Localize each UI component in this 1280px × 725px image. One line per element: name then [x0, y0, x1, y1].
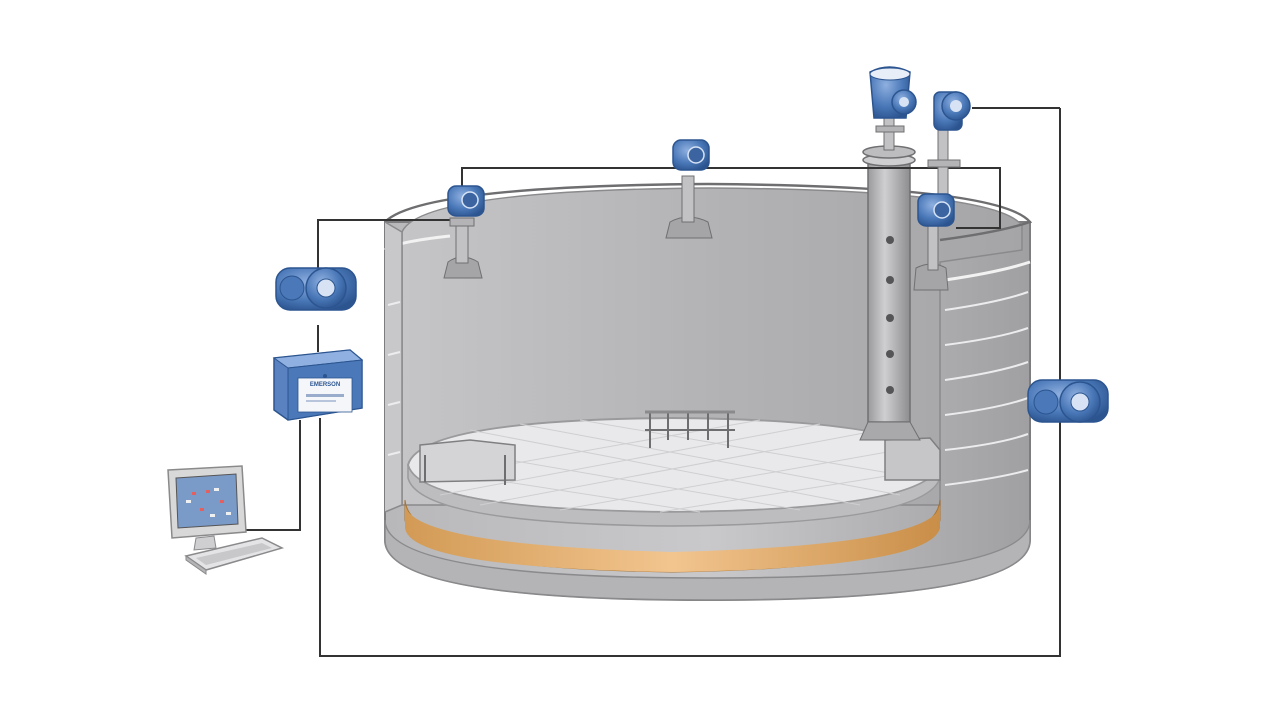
still-pipe: [859, 145, 921, 441]
wire-top-left: [317, 219, 452, 285]
radar-gauge-icon: [672, 139, 710, 171]
wire-hub-to-pc: [230, 420, 301, 531]
wire-top-bus: [461, 167, 1001, 229]
radar-gauge-icon: [917, 193, 955, 227]
shell-courses: [387, 291, 1029, 486]
radar-gauge-icon: [869, 66, 917, 119]
transmitter-icon: [933, 91, 971, 131]
radar-gauge-still-pipe: [869, 66, 917, 151]
tank-cut-edge: [384, 221, 403, 513]
radar-gauge-icon: [447, 185, 485, 217]
wireless-transmitter-left: [275, 267, 357, 311]
tank-hub: EMERSON: [272, 349, 364, 421]
storage-tank: [384, 145, 1033, 602]
radar-gauge-left: [443, 185, 485, 279]
radar-gauge-center: [665, 139, 713, 239]
temperature-transmitter: [927, 91, 971, 211]
wireless-transmitter-icon: [275, 267, 357, 311]
hub-brand-label: EMERSON: [310, 382, 340, 388]
floating-roof: [406, 410, 942, 527]
wireless-transmitter-icon: [1027, 379, 1109, 423]
computer-icon: [167, 465, 285, 575]
operator-workstation: [167, 465, 285, 575]
radar-gauge-right: [913, 193, 955, 291]
wireless-transmitter-right: [1027, 379, 1109, 423]
tank-hub-icon: EMERSON: [272, 349, 364, 421]
tank-base-band: [384, 519, 1031, 601]
emerson-logo-icon: [323, 374, 327, 378]
